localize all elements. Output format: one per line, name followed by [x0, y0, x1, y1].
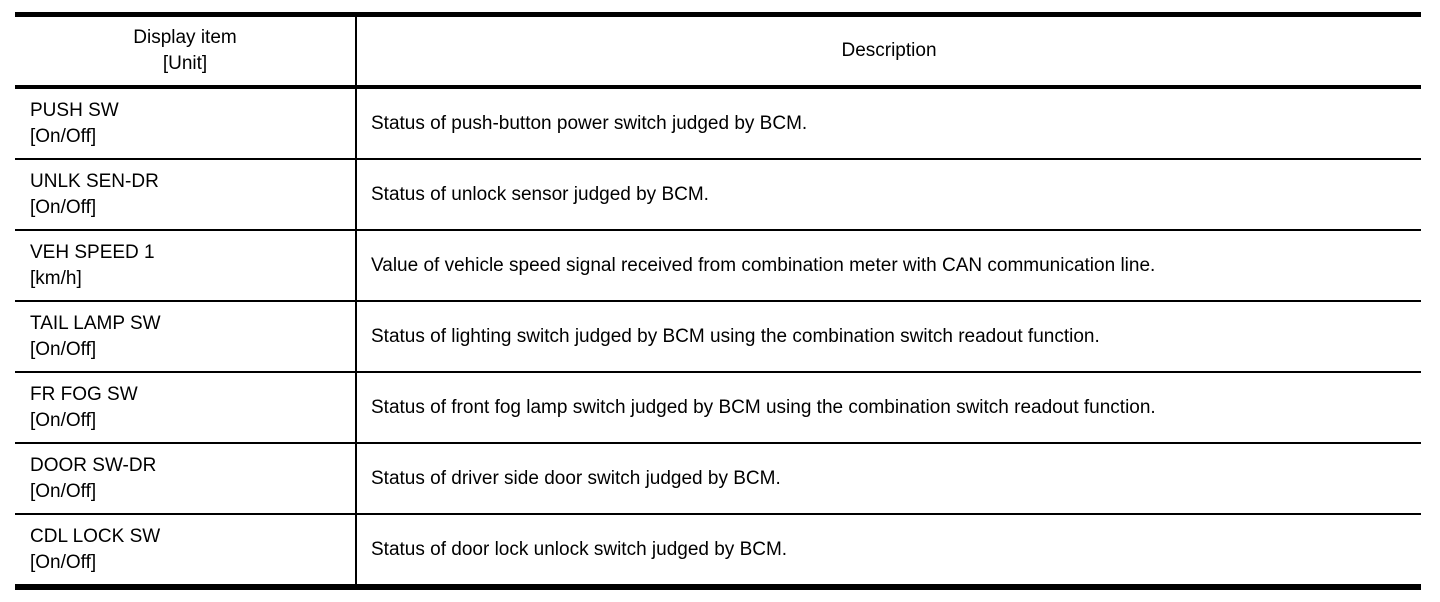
display-item-table: Display item [Unit] Description PUSH SW …	[15, 12, 1421, 590]
header-display-item-label: Display item	[133, 27, 237, 48]
display-item-name: FR FOG SW	[30, 383, 138, 405]
description-cell: Status of lighting switch judged by BCM …	[356, 301, 1421, 373]
display-item-unit: [On/Off]	[30, 196, 97, 218]
table-row: PUSH SW [On/Off] Status of push-button p…	[15, 87, 1421, 160]
display-item-unit: [On/Off]	[30, 338, 97, 360]
description-cell: Status of driver side door switch judged…	[356, 443, 1421, 515]
display-item-unit: [On/Off]	[30, 480, 97, 502]
display-item-name: PUSH SW	[30, 99, 119, 121]
description-cell: Status of door lock unlock switch judged…	[371, 538, 788, 560]
description-cell: Status of front fog lamp switch judged b…	[356, 372, 1421, 444]
table-row: VEH SPEED 1 [km/h] Value of vehicle spee…	[15, 230, 1421, 302]
description-cell: Status of unlock sensor judged by BCM.	[356, 159, 1421, 231]
header-cell-display-item: Display item [Unit]	[15, 14, 357, 89]
header-unit-label: [Unit]	[162, 53, 208, 74]
display-item-cell: TAIL LAMP SW [On/Off]	[15, 301, 357, 373]
display-item-name: VEH SPEED 1	[30, 241, 155, 263]
description-cell: Value of vehicle speed signal received f…	[356, 230, 1421, 302]
table-row: TAIL LAMP SW [On/Off] Status of lighting…	[15, 301, 1421, 373]
display-item-name: TAIL LAMP SW	[30, 312, 161, 334]
display-item-cell: UNLK SEN-DR [On/Off]	[15, 159, 357, 231]
display-item-cell: FR FOG SW [On/Off]	[15, 372, 357, 444]
table-row: FR FOG SW [On/Off] Status of front fog l…	[15, 372, 1421, 444]
display-item-cell: CDL LOCK SW [On/Off]	[15, 514, 357, 587]
table-row: CDL LOCK SW [On/Off] Status of door lock…	[15, 514, 1421, 587]
display-item-unit: [On/Off]	[30, 125, 97, 147]
description-cell: Status of push-button power switch judge…	[356, 87, 1421, 160]
display-item-cell: VEH SPEED 1 [km/h]	[15, 230, 357, 302]
display-item-unit: [km/h]	[30, 267, 82, 289]
header-description-label: Description	[841, 40, 937, 61]
table-header: Display item [Unit] Description	[15, 14, 1421, 89]
table-row: DOOR SW-DR [On/Off] Status of driver sid…	[15, 443, 1421, 515]
display-item-unit: [On/Off]	[30, 551, 97, 573]
header-row: Display item [Unit] Description	[15, 14, 1421, 89]
display-item-name: DOOR SW-DR	[30, 454, 157, 476]
display-item-unit: [On/Off]	[30, 409, 97, 431]
display-item-name: UNLK SEN-DR	[30, 170, 159, 192]
header-cell-description: Description	[356, 14, 1421, 89]
display-item-cell: DOOR SW-DR [On/Off]	[15, 443, 357, 515]
display-item-cell: PUSH SW [On/Off]	[15, 87, 357, 160]
table-body: PUSH SW [On/Off] Status of push-button p…	[15, 87, 1421, 587]
display-item-name: CDL LOCK SW	[30, 525, 161, 547]
table-row: UNLK SEN-DR [On/Off] Status of unlock se…	[15, 159, 1421, 231]
